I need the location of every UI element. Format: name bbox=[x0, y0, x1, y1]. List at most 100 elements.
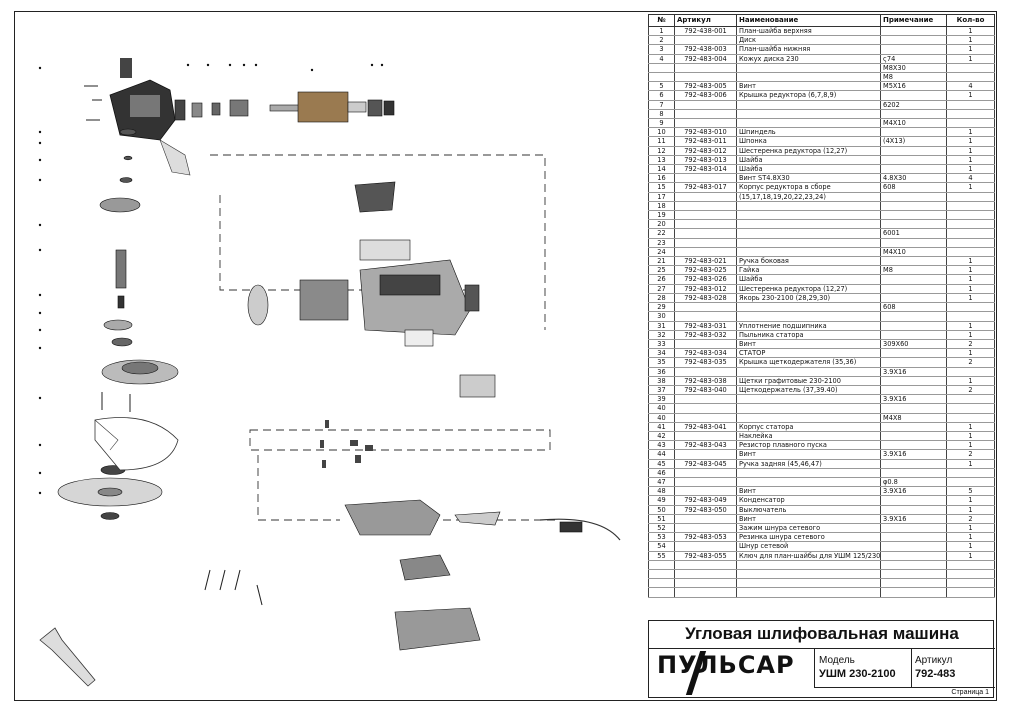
row-qty: 1 bbox=[946, 495, 995, 506]
row-qty: 1 bbox=[946, 256, 995, 267]
row-name: Выключатель bbox=[736, 505, 881, 515]
row-qty: 1 bbox=[946, 330, 995, 340]
row-article: 792-483-013 bbox=[674, 155, 737, 166]
row-name: Винт bbox=[736, 486, 881, 497]
row-qty: 2 bbox=[946, 514, 995, 524]
row-article bbox=[674, 63, 737, 74]
row-article: 792-438-003 bbox=[674, 44, 737, 55]
row-number: 2 bbox=[648, 35, 675, 46]
table-row: 36 3.9X16 bbox=[648, 367, 995, 377]
row-name: Резистор плавного пуска bbox=[736, 440, 881, 451]
row-name: Якорь 230-2100 (28,29,30) bbox=[736, 293, 881, 304]
row-number: 5 bbox=[648, 81, 675, 92]
row-note: 3.9X16 bbox=[880, 449, 947, 460]
parts-table: № Артикул Наименование Примечание Кол-во… bbox=[648, 14, 995, 598]
row-note: M4X10 bbox=[880, 118, 947, 129]
row-note bbox=[880, 35, 947, 46]
row-number: 41 bbox=[648, 422, 675, 432]
row-qty: 1 bbox=[946, 440, 995, 451]
row-number: 26 bbox=[648, 274, 675, 285]
row-name bbox=[736, 578, 881, 589]
row-article bbox=[674, 449, 737, 460]
row-name: Уплотнение подшипника bbox=[736, 321, 881, 331]
row-number: 53 bbox=[648, 532, 675, 543]
row-article bbox=[674, 311, 737, 322]
row-qty bbox=[946, 578, 995, 589]
row-article: 792-483-050 bbox=[674, 505, 737, 515]
row-note bbox=[880, 201, 947, 212]
row-qty: 1 bbox=[946, 146, 995, 156]
rear-handle-assembly bbox=[344, 499, 621, 651]
row-note: (4X13) bbox=[880, 136, 947, 147]
spindle-parts bbox=[57, 128, 179, 520]
row-note: M4X8 bbox=[880, 413, 947, 423]
row-article: 792-483-045 bbox=[674, 459, 737, 469]
row-qty bbox=[946, 302, 995, 313]
row-number: 52 bbox=[648, 523, 675, 534]
table-row bbox=[648, 587, 995, 598]
row-name bbox=[736, 63, 881, 74]
row-qty: 2 bbox=[946, 385, 995, 396]
row-qty: 1 bbox=[946, 136, 995, 147]
row-name: Винт ST4.8X30 bbox=[736, 173, 881, 184]
model-value: УШМ 230-2100 bbox=[819, 668, 896, 680]
row-note: 3.9X16 bbox=[880, 367, 947, 377]
row-number: 30 bbox=[648, 311, 675, 322]
row-name bbox=[736, 569, 881, 580]
row-qty: 2 bbox=[946, 339, 995, 350]
row-qty: 1 bbox=[946, 90, 995, 101]
row-qty bbox=[946, 468, 995, 478]
row-qty: 1 bbox=[946, 54, 995, 64]
row-note bbox=[880, 468, 947, 478]
row-name: Шпиндель bbox=[736, 127, 881, 138]
row-article bbox=[674, 210, 737, 221]
row-qty: 4 bbox=[946, 81, 995, 92]
col-number-header: № bbox=[648, 14, 675, 27]
row-article: 792-483-038 bbox=[674, 376, 737, 386]
row-note bbox=[880, 560, 947, 570]
row-name: Диск bbox=[736, 35, 881, 46]
title-divider bbox=[649, 648, 995, 649]
row-article bbox=[674, 486, 737, 497]
row-article bbox=[674, 228, 737, 239]
table-row: 23 bbox=[648, 238, 995, 248]
row-article: 792-483-010 bbox=[674, 127, 737, 138]
armature-assembly bbox=[174, 91, 395, 123]
table-row: M8X30 bbox=[648, 63, 995, 74]
row-number: 43 bbox=[648, 440, 675, 451]
row-article bbox=[674, 118, 737, 129]
row-number: 7 bbox=[648, 100, 675, 110]
row-number: 18 bbox=[648, 201, 675, 212]
col-article-header: Артикул bbox=[674, 14, 737, 27]
row-article: 792-483-049 bbox=[674, 495, 737, 506]
row-note bbox=[880, 192, 947, 202]
row-article bbox=[674, 541, 737, 552]
row-qty bbox=[946, 100, 995, 110]
row-number: 3 bbox=[648, 44, 675, 55]
row-number: 22 bbox=[648, 228, 675, 239]
row-qty: 2 bbox=[946, 357, 995, 368]
row-name bbox=[736, 219, 881, 230]
row-number: 36 bbox=[648, 367, 675, 377]
row-qty: 1 bbox=[946, 422, 995, 432]
row-name: Ключ для план-шайбы для УШМ 125/230 bbox=[736, 551, 881, 561]
row-note bbox=[880, 357, 947, 368]
row-article bbox=[674, 192, 737, 202]
row-qty bbox=[946, 238, 995, 248]
row-qty: 1 bbox=[946, 376, 995, 386]
row-number: 24 bbox=[648, 247, 675, 258]
row-article bbox=[674, 339, 737, 350]
row-name: Резинка шнура сетевого bbox=[736, 532, 881, 543]
row-article: 792-483-028 bbox=[674, 293, 737, 304]
row-note bbox=[880, 569, 947, 580]
